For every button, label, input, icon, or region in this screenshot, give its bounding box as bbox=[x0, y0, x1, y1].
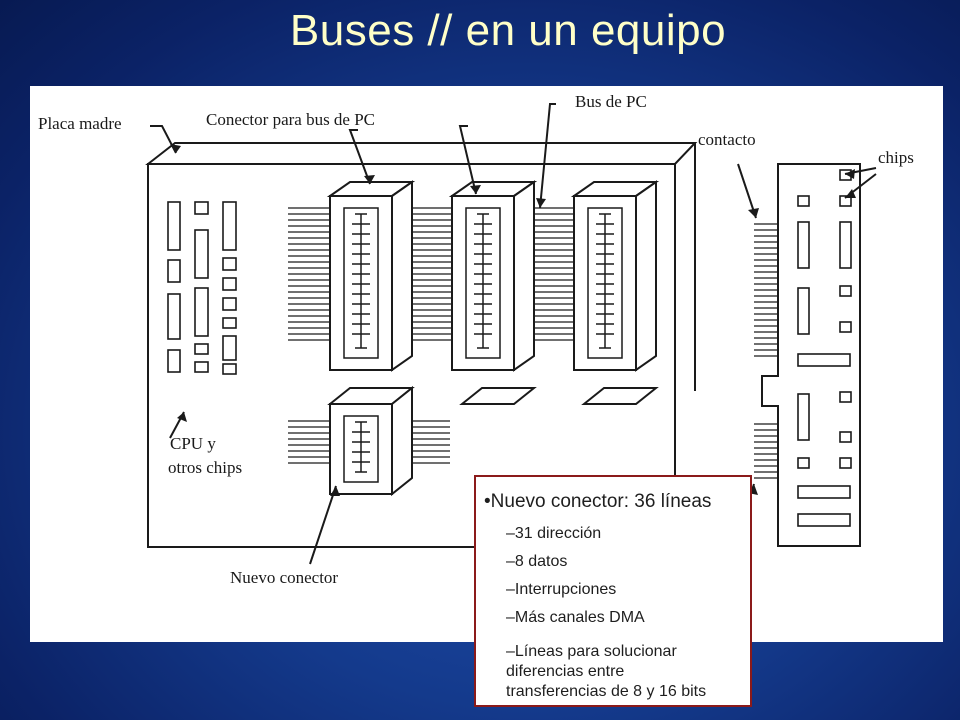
slide-title: Buses // en un equipo bbox=[289, 6, 727, 55]
info-box: •Nuevo conector: 36 líneas –31 dirección… bbox=[474, 475, 752, 707]
label-chips: chips bbox=[878, 148, 914, 167]
info-box-heading: •Nuevo conector: 36 líneas bbox=[484, 491, 712, 512]
card-chips bbox=[797, 169, 852, 527]
info-item: –Más canales DMA bbox=[506, 609, 645, 626]
label-placa-madre: Placa madre bbox=[38, 114, 122, 133]
label-conector-bus-pc: Conector para bus de PC bbox=[206, 110, 376, 129]
motherboard-outline bbox=[145, 142, 698, 548]
info-item: –Líneas para solucionar bbox=[506, 643, 677, 660]
pc-bus-connector-2 bbox=[448, 180, 538, 372]
label-cpu-line1: CPU y bbox=[170, 434, 216, 453]
new-connector-2-partial bbox=[459, 387, 537, 405]
motherboard-diagram bbox=[145, 103, 877, 565]
label-cpu-line2: otros chips bbox=[168, 458, 243, 477]
label-contacto: contacto bbox=[698, 130, 756, 149]
new-connector-1 bbox=[327, 385, 415, 497]
cpu-chip-group bbox=[167, 201, 237, 375]
info-item: –31 dirección bbox=[506, 525, 602, 542]
expansion-card bbox=[754, 163, 861, 547]
label-nuevo-conector: Nuevo conector bbox=[230, 568, 339, 587]
pc-bus-connector-3 bbox=[570, 180, 660, 372]
info-item: diferencias entre bbox=[506, 663, 625, 680]
diagram-panel: Placa madre Conector para bus de PC Bus … bbox=[30, 86, 943, 707]
label-bus-de-pc: Bus de PC bbox=[575, 92, 647, 111]
info-item: transferencias de 8 y 16 bits bbox=[506, 683, 707, 700]
pc-bus-connector-1 bbox=[326, 180, 416, 372]
info-item: –8 datos bbox=[506, 553, 568, 570]
card-contacts bbox=[754, 223, 778, 479]
new-connector-3-partial bbox=[581, 387, 659, 405]
info-item: –Interrupciones bbox=[506, 581, 617, 598]
